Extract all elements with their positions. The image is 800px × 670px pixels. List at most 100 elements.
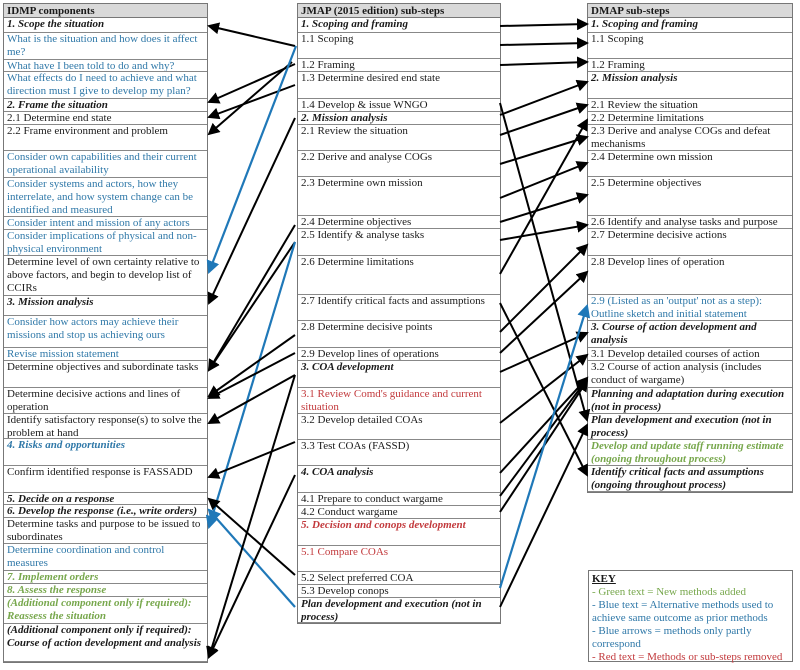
- key-item-blue-arrows: - Blue arrows = methods only partly corr…: [592, 625, 752, 650]
- correspondence-arrow: [499, 56, 589, 69]
- correspondence-arrow: [207, 241, 296, 372]
- correspondence-arrow: [499, 102, 589, 136]
- jmap-row: 5.2 Select preferred COA: [298, 572, 500, 585]
- idmp-row: Determine decisive actions and lines of …: [4, 388, 207, 414]
- dmap-row: 2.2 Determine limitations: [588, 112, 792, 125]
- jmap-row: 4.1 Prepare to conduct wargame: [298, 493, 500, 506]
- idmp-row: Consider how actors may achieve their mi…: [4, 316, 207, 348]
- correspondence-arrow: [206, 374, 296, 659]
- jmap-row: 1.3 Determine desired end state: [298, 72, 500, 99]
- jmap-row: 2.3 Determine own mission: [298, 177, 500, 216]
- jmap-row: 2.1 Review the situation: [298, 125, 500, 151]
- idmp-row: What have I been told to do and why?: [4, 60, 207, 72]
- correspondence-arrow: [499, 423, 589, 608]
- jmap-row: 5. Decision and conops development: [298, 519, 500, 546]
- jmap-row: 2.8 Determine decisive points: [298, 321, 500, 348]
- jmap-row: 4. COA analysis: [298, 466, 500, 493]
- idmp-row: 2.2 Frame environment and problem: [4, 125, 207, 151]
- idmp-row: 6. Develop the response (i.e., write ord…: [4, 505, 207, 518]
- correspondence-arrow: [207, 224, 296, 372]
- correspondence-arrow: [499, 79, 589, 116]
- correspondence-arrow: [499, 270, 589, 354]
- correspondence-arrow: [207, 22, 296, 47]
- dmap-row: Planning and adaptation during execution…: [588, 388, 792, 414]
- idmp-row: 5. Decide on a response: [4, 493, 207, 505]
- correspondence-arrow: [207, 84, 296, 120]
- correspondence-arrow: [207, 374, 296, 424]
- dmap-row: 2.1 Review the situation: [588, 99, 792, 112]
- idmp-row: Identify satisfactory response(s) to sol…: [4, 414, 207, 439]
- jmap-row: 3.2 Develop detailed COAs: [298, 414, 500, 440]
- partial-correspondence-arrow: [205, 241, 297, 530]
- jmap-row: 1. Scoping and framing: [298, 18, 500, 33]
- idmp-row: (Additional component only if required):…: [4, 624, 207, 662]
- dmap-row: Plan development and execution (not in p…: [588, 414, 792, 440]
- jmap-row: 2.9 Develop lines of operations: [298, 348, 500, 361]
- jmap-substeps-table: JMAP (2015 edition) sub-steps 1. Scoping…: [297, 3, 501, 624]
- correspondence-arrow: [499, 243, 589, 333]
- jmap-row: 2.2 Derive and analyse COGs: [298, 151, 500, 177]
- jmap-row: 1.1 Scoping: [298, 33, 500, 59]
- correspondence-arrow: [207, 334, 296, 398]
- jmap-row: 3.1 Review Comd's guidance and current s…: [298, 388, 500, 414]
- partial-correspondence-arrow: [207, 508, 296, 608]
- partial-correspondence-arrow: [206, 45, 298, 275]
- correspondence-arrow: [499, 376, 589, 474]
- dmap-row: 2.4 Determine own mission: [588, 151, 792, 177]
- dmap-row: 2.9 (Listed as an 'output' not as a step…: [588, 295, 792, 321]
- correspondence-arrow: [207, 497, 296, 576]
- dmap-row: 1. Scoping and framing: [588, 18, 792, 33]
- idmp-row: 3. Mission analysis: [4, 296, 207, 316]
- correspondence-arrow: [499, 353, 589, 424]
- jmap-row: 3.3 Test COAs (FASSD): [298, 440, 500, 466]
- dmap-row: 1.1 Scoping: [588, 33, 792, 59]
- dmap-header: DMAP sub-steps: [588, 4, 792, 18]
- correspondence-arrow: [499, 377, 589, 497]
- idmp-row: 7. Implement orders: [4, 571, 207, 584]
- idmp-row: Determine objectives and subordinate tas…: [4, 361, 207, 388]
- dmap-row: 1.2 Framing: [588, 59, 792, 72]
- idmp-row: Consider implications of physical and no…: [4, 230, 207, 256]
- key-title: KEY: [592, 573, 616, 585]
- jmap-row: 1.2 Framing: [298, 59, 500, 72]
- dmap-row: 2.6 Identify and analyse tasks and purpo…: [588, 216, 792, 229]
- correspondence-arrow: [207, 63, 296, 104]
- jmap-row: 1.4 Develop & issue WNGO: [298, 99, 500, 112]
- key-legend: KEY - Green text = New methods added - B…: [588, 570, 793, 663]
- correspondence-arrow: [499, 302, 588, 477]
- correspondence-arrow: [499, 220, 589, 241]
- dmap-row: Develop and update staff running estimat…: [588, 440, 792, 466]
- key-item-red: - Red text = Methods or sub-steps remove…: [592, 651, 783, 663]
- correspondence-arrow: [499, 331, 589, 373]
- correspondence-arrow: [499, 18, 589, 31]
- idmp-row: Determine tasks and purpose to be issued…: [4, 518, 207, 544]
- idmp-row: Confirm identified response is FASSADD: [4, 466, 207, 493]
- idmp-row: Consider own capabilities and their curr…: [4, 151, 207, 178]
- dmap-row: 2.3 Derive and analyse COGs and defeat m…: [588, 125, 792, 151]
- idmp-row: Consider systems and actors, how they in…: [4, 178, 207, 217]
- dmap-row: 3. Course of action development and anal…: [588, 321, 792, 348]
- correspondence-arrow: [499, 161, 589, 199]
- correspondence-arrow: [499, 379, 589, 513]
- correspondence-arrow: [499, 118, 588, 275]
- idmp-row: 8. Assess the response: [4, 584, 207, 597]
- jmap-row: 2.6 Determine limitations: [298, 256, 500, 295]
- correspondence-arrow: [207, 352, 296, 399]
- correspondence-arrow: [207, 61, 293, 136]
- jmap-row: 4.2 Conduct wargame: [298, 506, 500, 519]
- correspondence-arrow: [207, 117, 296, 305]
- dmap-row: Identify critical facts and assumptions …: [588, 466, 792, 492]
- correspondence-arrow: [207, 474, 296, 659]
- idmp-row: Determine level of own certainty relativ…: [4, 256, 207, 296]
- idmp-row: 2. Frame the situation: [4, 99, 207, 112]
- idmp-row: 4. Risks and opportunities: [4, 439, 207, 466]
- correspondence-arrow: [499, 134, 589, 165]
- idmp-row: (Additional component only if required):…: [4, 597, 207, 624]
- idmp-row: 2.1 Determine end state: [4, 112, 207, 125]
- jmap-header: JMAP (2015 edition) sub-steps: [298, 4, 500, 18]
- idmp-row: Determine coordination and control measu…: [4, 544, 207, 571]
- dmap-row: 2.8 Develop lines of operation: [588, 256, 792, 295]
- correspondence-arrow: [499, 102, 591, 422]
